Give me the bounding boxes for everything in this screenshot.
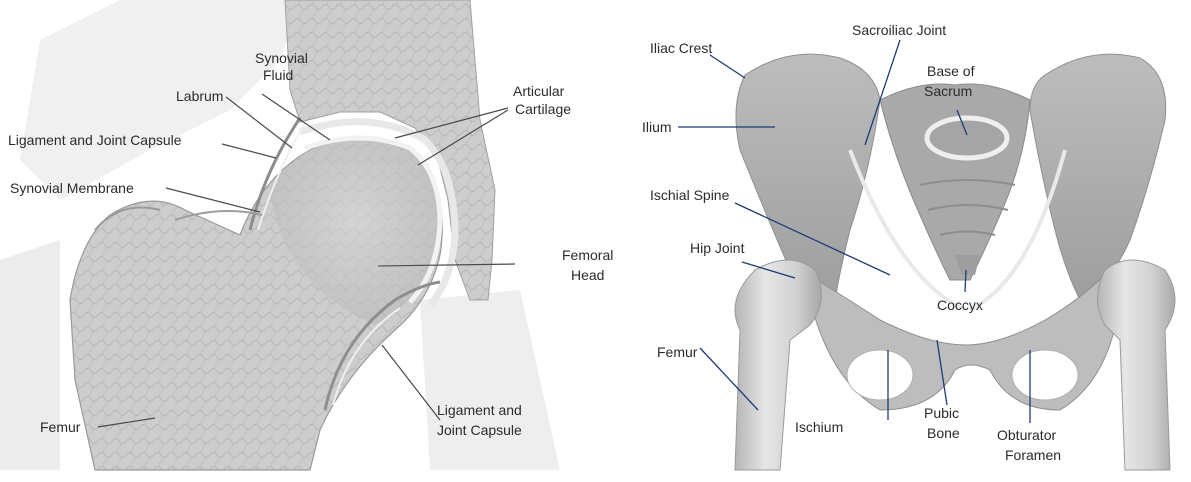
label-obturator-foramen: Obturator Foramen — [997, 427, 1061, 463]
leader-labrum — [226, 97, 292, 148]
left-femur — [735, 260, 821, 470]
label-articular-cartilage: Articular Cartilage — [513, 83, 571, 117]
label-ischial-spine: Ischial Spine — [650, 187, 730, 203]
label-base-of-sacrum: Base of Sacrum — [924, 63, 978, 99]
left-ilium — [736, 54, 880, 300]
sacral-base-ring — [927, 118, 1007, 158]
pelvis-illustration: Iliac Crest Sacroiliac Joint Base of Sac… — [642, 22, 1175, 470]
label-ilium: Ilium — [642, 119, 672, 135]
label-femur-hip: Femur — [40, 419, 81, 435]
label-femoral-head: Femoral Head — [562, 247, 617, 283]
label-coccyx: Coccyx — [937, 297, 983, 313]
label-ligament-capsule-upper: Ligament and Joint Capsule — [8, 132, 182, 148]
right-obturator-foramen — [1012, 350, 1078, 400]
label-femur-pelvis: Femur — [657, 344, 698, 360]
left-obturator-foramen — [847, 350, 913, 400]
right-femur — [1098, 260, 1176, 470]
hip-joint-illustration: Synovial Fluid Labrum Ligament and Joint… — [0, 0, 617, 470]
label-sacroiliac-joint: Sacroiliac Joint — [852, 22, 946, 38]
soft-tissue-upper — [20, 0, 300, 200]
leader-iliac-crest — [710, 55, 745, 78]
label-ischium: Ischium — [795, 419, 843, 435]
soft-tissue-right — [420, 290, 560, 470]
label-hip-joint: Hip Joint — [690, 240, 745, 256]
label-labrum: Labrum — [176, 88, 223, 104]
label-iliac-crest: Iliac Crest — [650, 40, 712, 56]
soft-tissue-left — [0, 240, 60, 470]
leader-ligament-capsule-upper — [222, 144, 276, 158]
label-pubic-bone: Pubic Bone — [924, 405, 963, 441]
label-synovial-membrane: Synovial Membrane — [10, 180, 134, 196]
